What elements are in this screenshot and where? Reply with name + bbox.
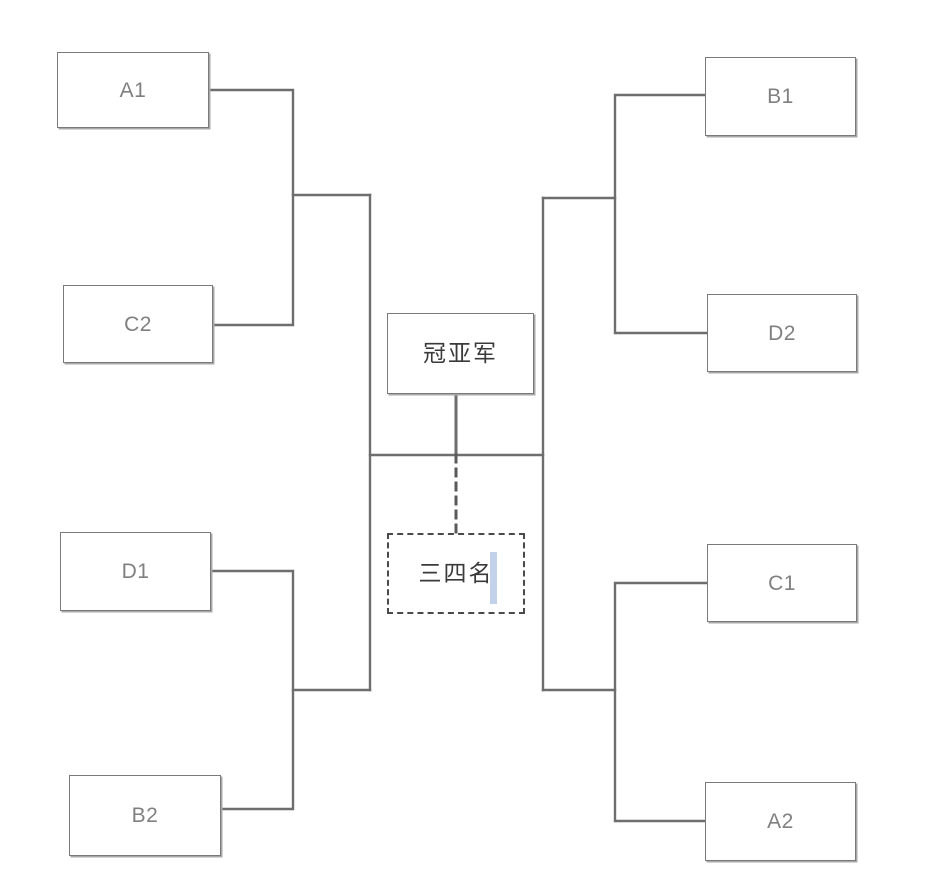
bracket-node-third-place-label: 三四名 bbox=[418, 560, 494, 586]
bracket-node-a1-label: A1 bbox=[119, 78, 147, 102]
bracket-node-b1-label: B1 bbox=[767, 85, 794, 108]
bracket-node-final[interactable]: 冠亚军 bbox=[387, 313, 534, 394]
bracket-node-third-place[interactable]: 三四名 bbox=[387, 533, 525, 614]
bracket-node-d2[interactable]: D2 bbox=[707, 294, 857, 372]
bracket-node-b2[interactable]: B2 bbox=[69, 775, 221, 856]
bracket-node-final-label: 冠亚军 bbox=[423, 340, 498, 366]
bracket-node-b2-label: B2 bbox=[131, 804, 159, 827]
bracket-node-d1[interactable]: D1 bbox=[60, 532, 211, 611]
text-caret bbox=[490, 552, 497, 604]
bracket-node-c1[interactable]: C1 bbox=[707, 544, 857, 622]
bracket-node-a2-label: A2 bbox=[767, 810, 794, 833]
wire-d1-b2-join bbox=[209, 569, 295, 811]
wire-b1-d2-join bbox=[613, 93, 709, 335]
bracket-node-c1-label: C1 bbox=[768, 571, 796, 595]
bracket-node-c2-label: C2 bbox=[124, 312, 152, 336]
bracket-node-a1[interactable]: A1 bbox=[57, 52, 209, 128]
bracket-node-d2-label: D2 bbox=[768, 321, 796, 345]
bracket-node-a2[interactable]: A2 bbox=[705, 782, 856, 861]
wire-c1-a2-join bbox=[613, 581, 709, 823]
bracket-node-c2[interactable]: C2 bbox=[63, 285, 213, 363]
wire-a1-c2-join bbox=[207, 88, 295, 327]
bracket-node-d1-label: D1 bbox=[121, 560, 150, 583]
bracket-node-b1[interactable]: B1 bbox=[705, 57, 856, 136]
